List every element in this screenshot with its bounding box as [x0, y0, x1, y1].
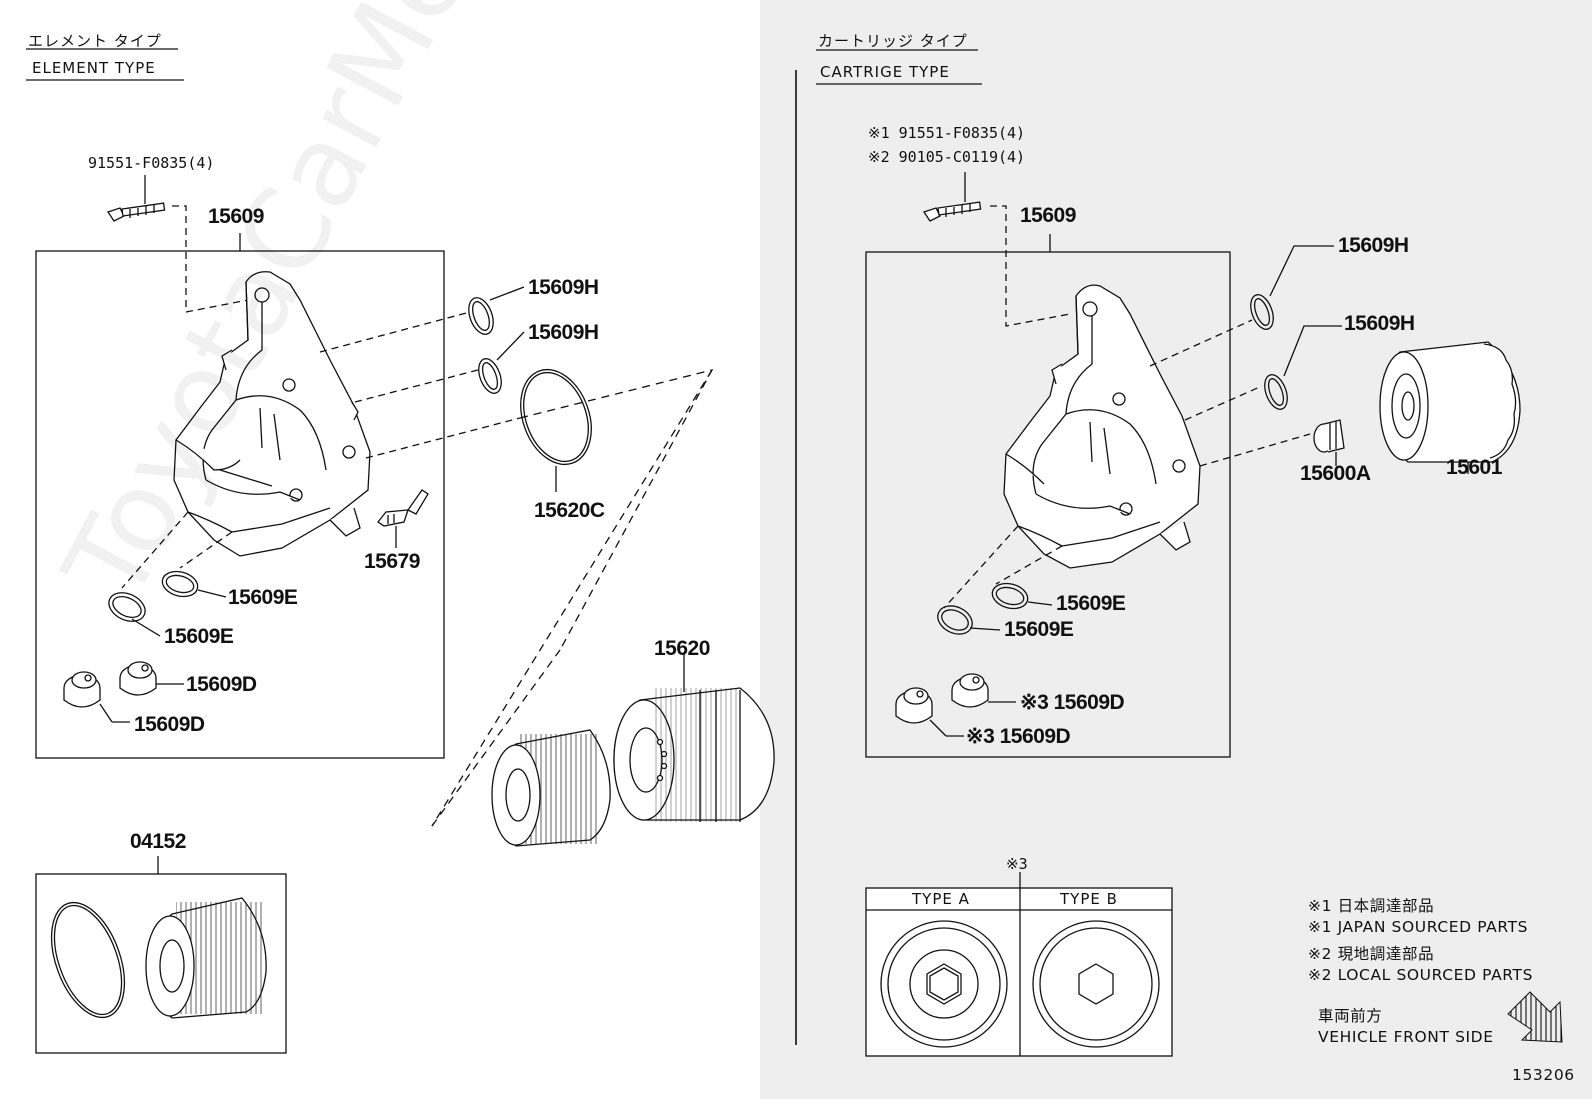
- filter-15601: [1379, 341, 1521, 474]
- label-ring-e1-right[interactable]: 15609E: [1056, 592, 1126, 615]
- plug-r-15609D-1: [951, 673, 989, 708]
- union-15600A: [1313, 419, 1345, 466]
- label-plug-d2-left[interactable]: 15609D: [134, 713, 205, 736]
- cartridge-type-title-en: CARTRIGE TYPE: [820, 63, 950, 81]
- label-ring-e2-left[interactable]: 15609E: [164, 625, 234, 648]
- filter-element-cap: [491, 729, 611, 847]
- element-type-title-en: ELEMENT TYPE: [32, 59, 156, 77]
- oil-filter-housing-left: [173, 271, 371, 557]
- plug-15609D-2: [63, 671, 101, 708]
- label-ring-e1-left[interactable]: 15609E: [228, 586, 298, 609]
- gasket-15620C: [520, 368, 592, 466]
- ring-r-15609E-1: [991, 582, 1029, 610]
- label-union-15600A[interactable]: 15600A: [1300, 462, 1371, 485]
- oring-15609H-1: [468, 297, 494, 335]
- label-bolt-right-2[interactable]: ※2 90105-C0119(4): [868, 148, 1026, 166]
- cartridge-type-title-jp: カートリッジ タイプ: [818, 32, 968, 50]
- label-plug-d2-right[interactable]: ※3 15609D: [966, 725, 1071, 748]
- plug-15609D-1: [119, 661, 157, 696]
- clip-15679: [377, 489, 429, 548]
- type-a-header: TYPE A: [912, 890, 970, 908]
- label-cap-15620[interactable]: 15620: [654, 637, 710, 660]
- label-plug-d1-left[interactable]: 15609D: [186, 673, 257, 696]
- bolt-left: [106, 175, 166, 222]
- diagram-number: 153206: [1512, 1066, 1575, 1084]
- front-arrow: [1507, 991, 1563, 1043]
- legend-line-2: ※1 JAPAN SOURCED PARTS: [1308, 918, 1529, 936]
- legend-line-3: ※2 現地調達部品: [1308, 945, 1435, 963]
- element-type-title-jp: エレメント タイプ: [28, 32, 162, 50]
- oring-r-15609H-2: [1264, 374, 1288, 410]
- kit-element: [145, 897, 267, 1019]
- label-filter-15601[interactable]: 15601: [1446, 456, 1502, 479]
- label-gasket-15620C[interactable]: 15620C: [534, 499, 605, 522]
- label-housing-right[interactable]: 15609: [1020, 204, 1076, 227]
- label-oring-h1-left[interactable]: 15609H: [528, 276, 599, 299]
- label-oring-h1-right[interactable]: 15609H: [1338, 234, 1409, 257]
- label-oring-h2-left[interactable]: 15609H: [528, 321, 599, 344]
- label-clip-15679[interactable]: 15679: [364, 550, 420, 573]
- left-header-underlines: [26, 48, 184, 81]
- label-oring-h2-right[interactable]: 15609H: [1344, 312, 1415, 335]
- ring-15609E-2: [108, 592, 146, 622]
- label-housing-left[interactable]: 15609: [208, 205, 264, 228]
- leader-dashes-left: [121, 311, 521, 589]
- type-table: [865, 872, 1173, 1057]
- plug-r-15609D-2: [895, 687, 933, 724]
- label-bolt-left[interactable]: 91551-F0835(4): [88, 154, 215, 172]
- type-b-header: TYPE B: [1060, 890, 1118, 908]
- plug-type-b-view: [1032, 920, 1160, 1048]
- label-bolt-right-1[interactable]: ※1 91551-F0835(4): [868, 124, 1026, 142]
- plug-type-a-view: [880, 920, 1008, 1048]
- legend-line-1: ※1 日本調達部品: [1308, 897, 1435, 915]
- leader-dashes-right: [943, 319, 1311, 609]
- housing-box-right: [865, 251, 1231, 758]
- kit-box-04152: [35, 873, 287, 1054]
- oil-filter-housing-right: [1003, 284, 1201, 569]
- oring-15609H-2: [478, 358, 502, 394]
- label-plug-d1-right[interactable]: ※3 15609D: [1020, 691, 1125, 714]
- cap-15620: [613, 687, 775, 822]
- bolt-right: [922, 172, 982, 222]
- label-kit-04152[interactable]: 04152: [130, 830, 186, 853]
- front-label-jp: 車両前方: [1318, 1007, 1383, 1025]
- oring-r-15609H-1: [1250, 294, 1274, 330]
- front-label-en: VEHICLE FRONT SIDE: [1318, 1028, 1494, 1046]
- ring-15609E-1: [161, 570, 199, 598]
- right-header-underlines: [816, 49, 982, 85]
- type-note: ※3: [1006, 855, 1028, 873]
- kit-gasket: [50, 901, 126, 1019]
- label-ring-e2-right[interactable]: 15609E: [1004, 618, 1074, 641]
- legend-line-4: ※2 LOCAL SOURCED PARTS: [1308, 966, 1534, 984]
